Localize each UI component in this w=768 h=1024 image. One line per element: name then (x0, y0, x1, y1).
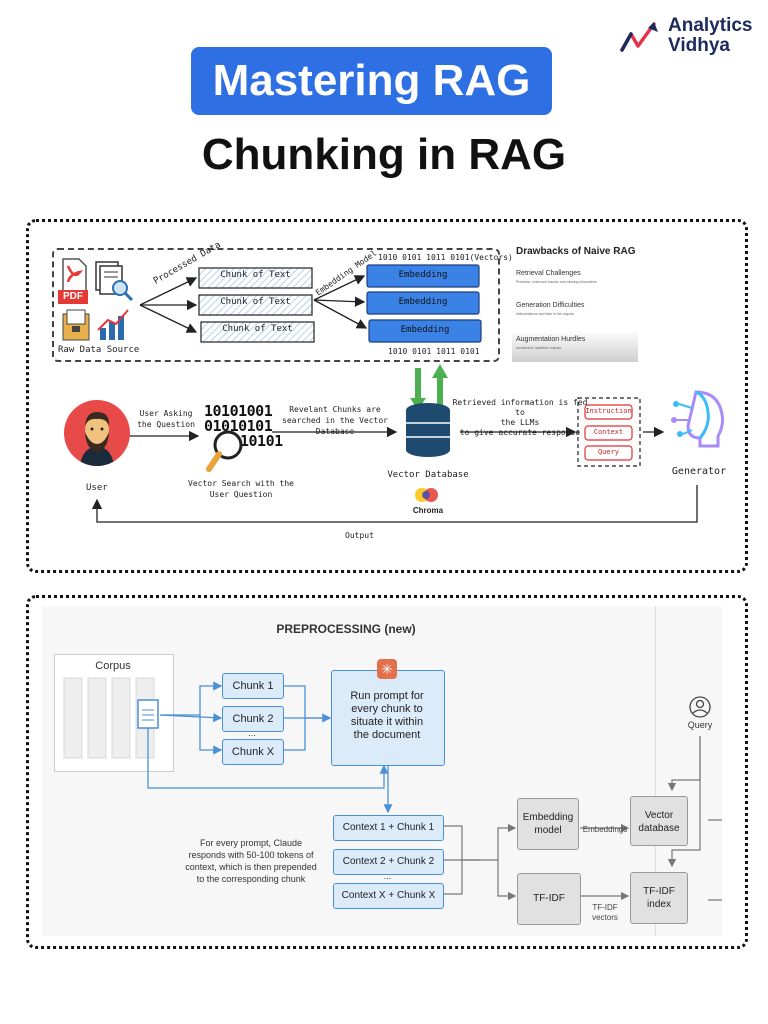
vector-database-label: Vector Database (387, 470, 469, 480)
chroma-label: Chroma (412, 506, 444, 515)
context-chunk-x: Context X + Chunk X (333, 883, 444, 909)
chunk-of-text-3: Chunk of Text (222, 324, 293, 334)
drawbacks-card: Drawbacks of Naive RAG Retrieval Challen… (510, 242, 640, 364)
user-label: User (86, 483, 108, 493)
chunk-ellipsis: ... (248, 728, 256, 738)
chunk-2-box: Chunk 2 (222, 706, 284, 732)
run-prompt-box (331, 670, 445, 766)
embedding-3: Embedding (400, 325, 450, 335)
logo-line2: Vidhya (668, 35, 730, 56)
drawback-heading-3: Augmentation Hurdles (516, 336, 586, 343)
drawback-heading-1: Retrieval Challenges (516, 270, 581, 277)
embeddings-label: Embeddings (582, 825, 628, 834)
context-chunk-1: Context 1 + Chunk 1 (333, 815, 444, 841)
generator-label: Generator (671, 466, 727, 477)
logo-line1: Analytics (668, 15, 753, 36)
tfidf-box: TF-IDF (517, 873, 581, 925)
context-ellipsis: ... (383, 871, 392, 881)
anthropic-claude-icon: ✳ (377, 659, 397, 679)
vectors-bottom-label: 1010 0101 1011 0101 (388, 347, 480, 356)
embedding-1: Embedding (398, 270, 448, 280)
chunk-1-box: Chunk 1 (222, 673, 284, 699)
bar-chart-icon (96, 306, 132, 347)
corpus-label: Corpus (95, 660, 131, 672)
chunk-x-box: Chunk X (222, 739, 284, 765)
generator-robot-icon (671, 390, 724, 448)
chunk-of-text-1: Chunk of Text (220, 270, 291, 280)
bearded-man-icon (80, 412, 114, 466)
vectors-top-label: 1010 0101 1011 0101(Vectors) (378, 253, 513, 262)
binary-vector-icon: 10101001 01010101 10101 (204, 402, 283, 450)
pdf-file-icon (60, 258, 88, 292)
drawback-detail-2: Hallucinations and bias in the outputs (516, 312, 574, 316)
raw-data-label: Raw Data Source (58, 345, 140, 355)
contextual-chunking-panel (26, 595, 748, 949)
document-search-icon (94, 260, 134, 307)
drawback-detail-1: Precision, irrelevant chunks and missing… (516, 280, 597, 284)
pdf-label: PDF (58, 290, 88, 304)
naive-rag-panel (26, 219, 748, 573)
drawbacks-title: Drawbacks of Naive RAG (516, 246, 636, 257)
ingestion-box (52, 248, 500, 362)
output-label: Output (345, 531, 374, 540)
folder-icon (60, 308, 92, 347)
chunk-of-text-2: Chunk of Text (220, 297, 291, 307)
instruction-chip: Instruction (585, 407, 632, 415)
context-chip: Context (593, 428, 624, 436)
query-chip: Query (597, 448, 620, 456)
context-chunk-2: Context 2 + Chunk 2 (333, 849, 444, 875)
logo-arrow-icon (620, 22, 658, 52)
drawback-heading-2: Generation Difficulties (516, 302, 585, 309)
page-subtitle: Chunking in RAG (201, 130, 567, 179)
user-avatar (64, 400, 130, 466)
magnifier-icon (206, 430, 243, 472)
drawback-detail-3: Incoherent, repetitive outputs (516, 346, 562, 350)
preprocessing-title: PREPROCESSING (new) (276, 622, 416, 636)
embedding-2: Embedding (398, 297, 448, 307)
analytics-vidhya-logo[interactable]: Analytics Vidhya (620, 16, 760, 58)
page-title: Mastering RAG (191, 47, 552, 115)
query-label: Query (687, 720, 713, 730)
